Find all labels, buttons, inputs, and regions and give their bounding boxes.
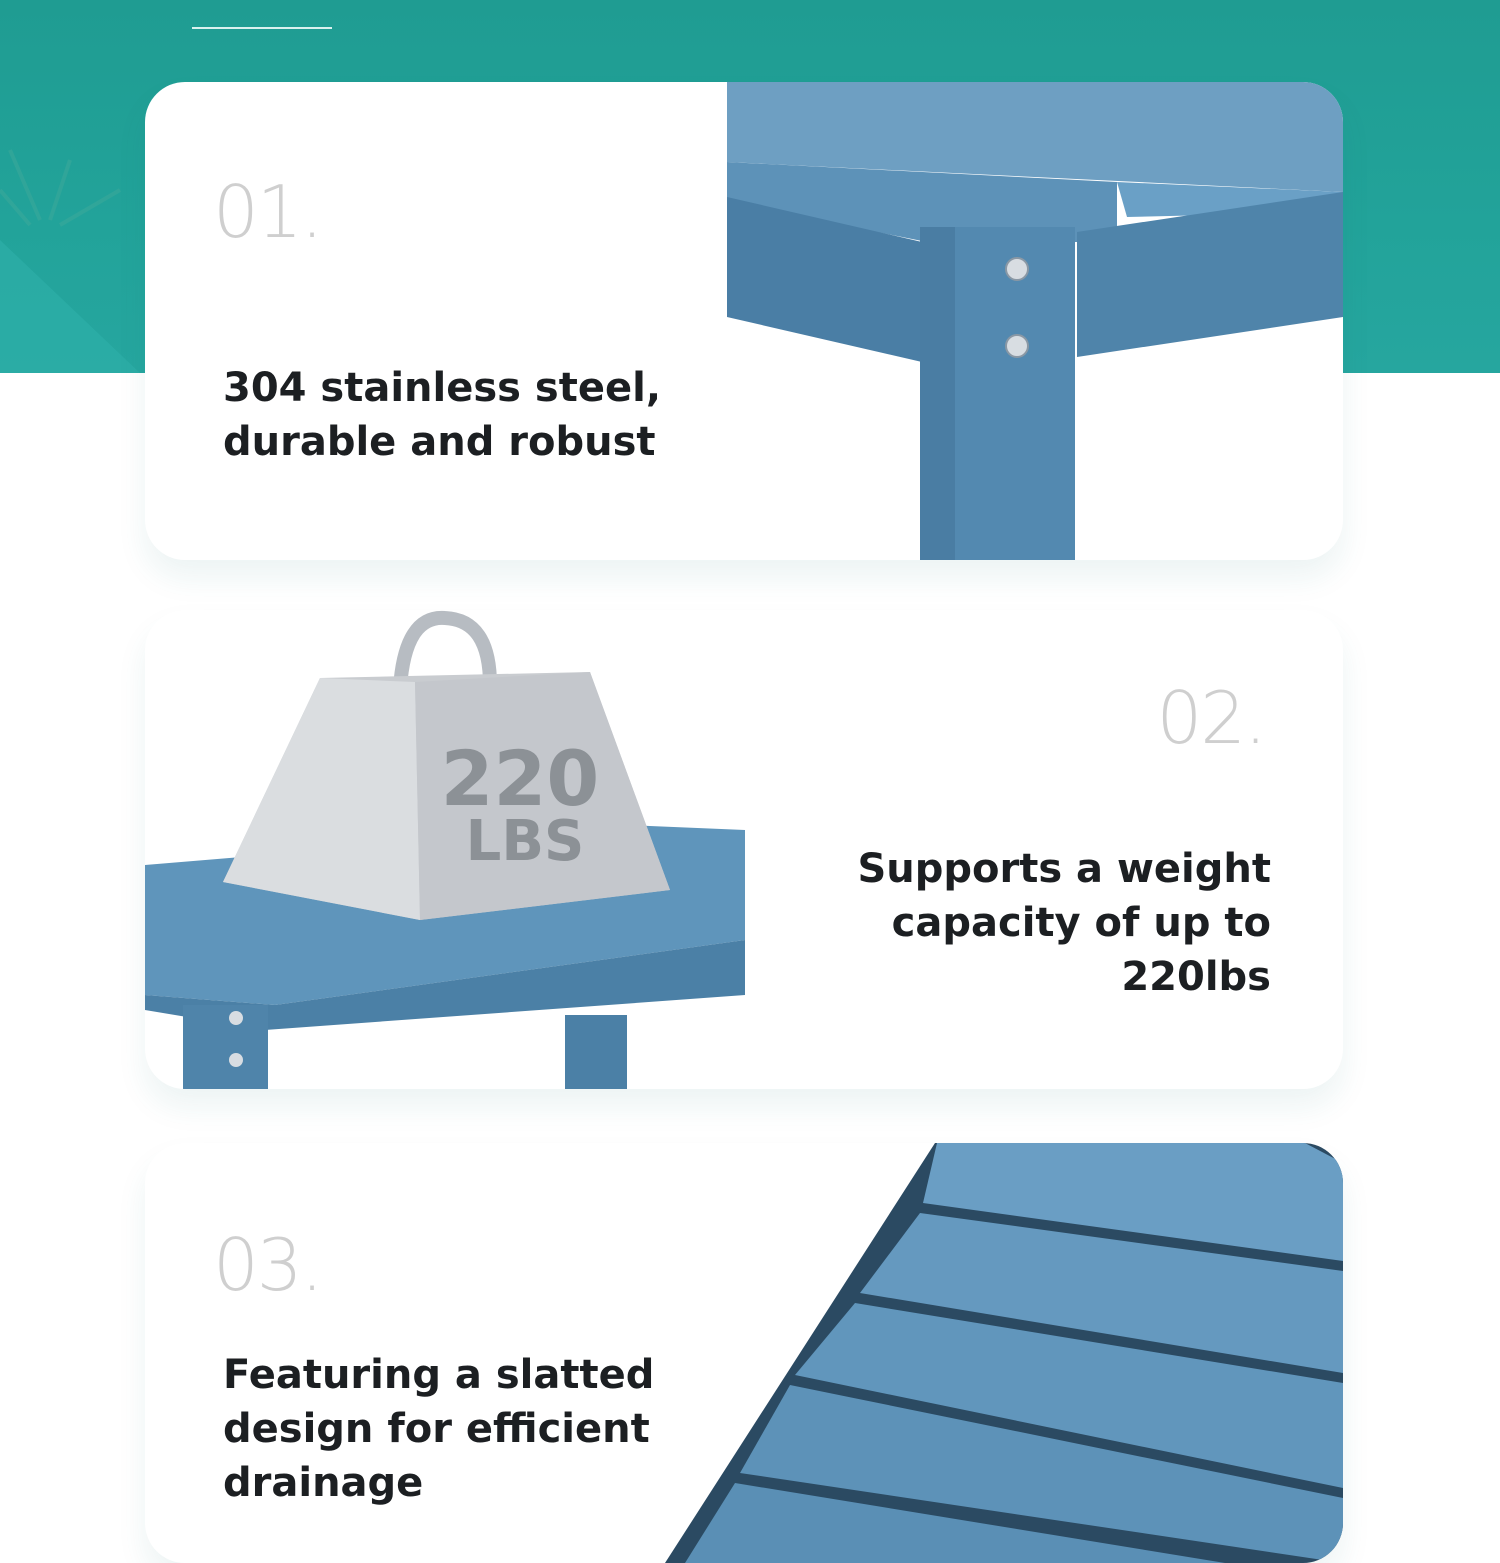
text-line: drainage [223,1460,424,1506]
feature-card-3: 03. Featuring a slatted design for effic… [145,1143,1343,1563]
text-line: Featuring a slatted [223,1352,655,1398]
plant-image [0,149,140,373]
weight-on-table-image: 220 LBS [145,610,745,1089]
table-corner-image [727,82,1343,560]
text-line: Supports a weight [857,846,1271,892]
feature-number: 01. [213,170,324,254]
feature-text: Featuring a slatted design for efficient… [223,1348,654,1510]
text-line: capacity of up to [891,900,1271,946]
feature-card-1: 01. 304 stainless steel, durable and rob… [145,82,1343,560]
decorative-line [192,27,332,29]
feature-text: 304 stainless steel, durable and robust [223,361,661,469]
weight-unit: LBS [466,809,585,874]
text-line: design for efficient [223,1406,650,1452]
weight-number: 220 [441,734,600,823]
slatted-tabletop-image [665,1143,1343,1563]
feature-text: Supports a weight capacity of up to 220l… [857,842,1271,1004]
text-line: 220lbs [1121,954,1271,1000]
feature-card-2: 220 LBS 02. Supports a weight capacity o… [145,610,1343,1089]
feature-number: 03. [213,1223,324,1307]
text-line: 304 stainless steel, [223,365,662,411]
feature-number: 02. [1156,676,1267,760]
text-line: durable and robust [223,419,656,465]
